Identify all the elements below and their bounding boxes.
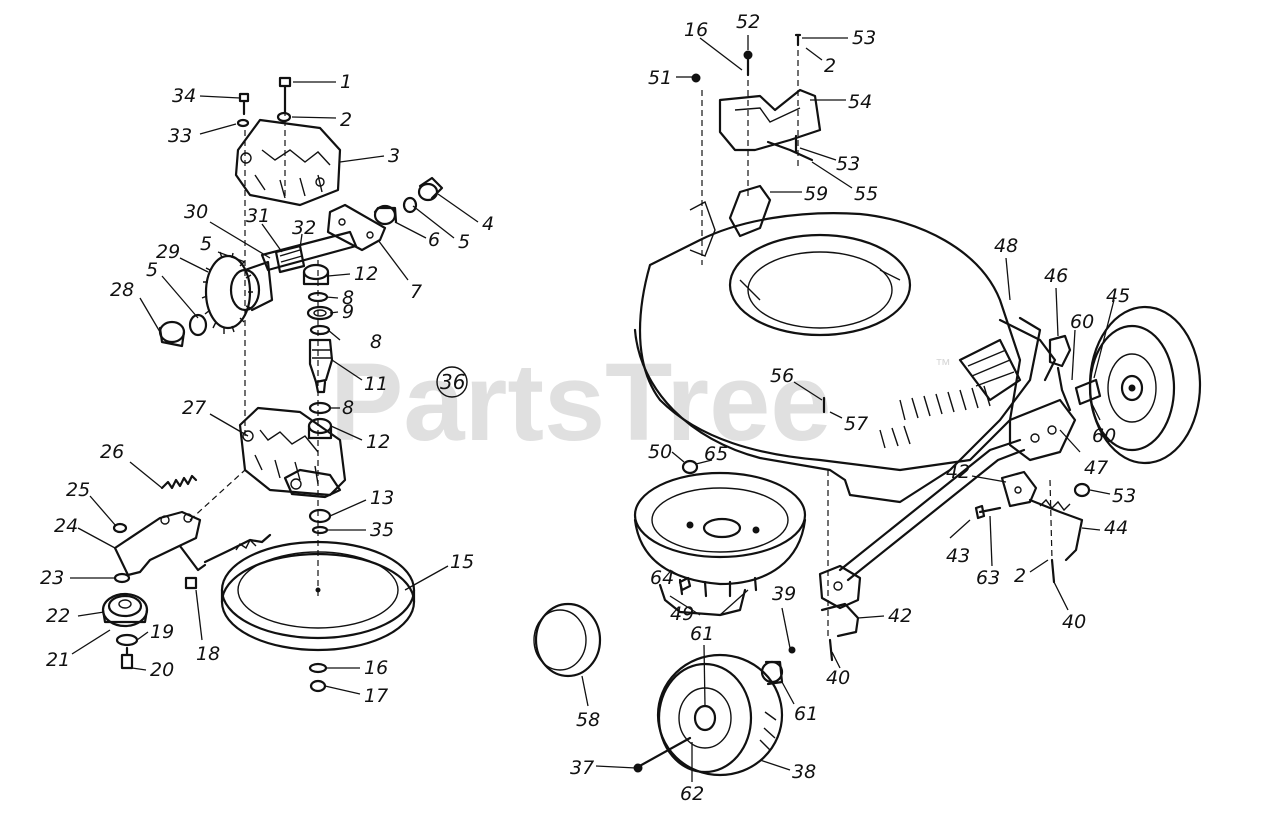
callout-61: 61 — [690, 623, 714, 645]
reference-number: 36 — [440, 370, 465, 394]
callout-19: 19 — [150, 621, 174, 643]
callout-35: 35 — [370, 519, 394, 541]
callout-37: 37 — [570, 757, 594, 779]
callout-51: 51 — [648, 67, 672, 89]
callout-5: 5 — [200, 233, 212, 255]
callout-23: 23 — [40, 567, 64, 589]
drive-pulley — [220, 540, 416, 652]
callout-9: 9 — [342, 301, 354, 323]
callout-25: 25 — [66, 479, 90, 501]
callout-1: 1 — [340, 71, 352, 93]
callout-40: 40 — [826, 667, 850, 689]
callout-2: 2 — [340, 109, 352, 131]
leader-lines — [70, 35, 1115, 782]
callout-61: 61 — [794, 703, 818, 725]
callout-17: 17 — [364, 685, 388, 707]
callout-12: 12 — [366, 431, 390, 453]
rear-wheel — [1088, 305, 1202, 465]
callout-31: 31 — [246, 205, 270, 227]
callout-52: 52 — [736, 11, 760, 33]
callout-56: 56 — [770, 365, 794, 387]
lower-gear-housing — [238, 406, 347, 499]
callout-49: 49 — [670, 603, 694, 625]
callout-38: 38 — [792, 761, 816, 783]
callout-6: 6 — [428, 229, 440, 251]
vertical-shaft-stack — [302, 263, 334, 440]
callout-21: 21 — [46, 649, 70, 671]
callout-54: 54 — [848, 91, 872, 113]
callout-27: 27 — [182, 397, 206, 419]
callout-34: 34 — [172, 85, 196, 107]
callout-26: 26 — [100, 441, 124, 463]
watermark-text: PartsTree — [330, 341, 831, 464]
callout-32: 32 — [292, 217, 316, 239]
callout-47: 47 — [1084, 457, 1108, 479]
callout-45: 45 — [1106, 285, 1130, 307]
callout-8: 8 — [342, 287, 354, 309]
callout-48: 48 — [994, 235, 1018, 257]
callout-16: 16 — [364, 657, 388, 679]
callout-30: 30 — [184, 201, 208, 223]
callout-3: 3 — [388, 145, 400, 167]
gearbox-assembly — [101, 76, 444, 693]
callout-65: 65 — [704, 443, 728, 465]
callout-11: 11 — [364, 373, 388, 395]
mower-deck-assembly — [533, 33, 1202, 777]
callout-8: 8 — [370, 331, 382, 353]
callout-42: 42 — [888, 605, 912, 627]
callout-22: 22 — [46, 605, 70, 627]
callout-24: 24 — [54, 515, 78, 537]
callout-46: 46 — [1044, 265, 1068, 287]
callout-42: 42 — [946, 461, 970, 483]
callout-53: 53 — [1112, 485, 1136, 507]
callout-50: 50 — [648, 441, 672, 463]
callout-16: 16 — [684, 19, 708, 41]
callout-64: 64 — [650, 567, 674, 589]
upper-gear-housing — [234, 118, 342, 207]
callout-2: 2 — [824, 55, 836, 77]
callout-18: 18 — [196, 643, 220, 665]
callout-40: 40 — [1062, 611, 1086, 633]
callout-62: 62 — [680, 783, 704, 805]
callout-60: 60 — [1070, 311, 1094, 333]
front-wheel — [656, 653, 784, 777]
callout-60: 60 — [1092, 425, 1116, 447]
callout-33: 33 — [168, 125, 192, 147]
callout-4: 4 — [482, 213, 494, 235]
callout-58: 58 — [576, 709, 600, 731]
callout-labels: 1 2 3 4 5 5 5 6 7 8 8 8 9 11 12 12 13 35… — [40, 11, 1136, 805]
callout-29: 29 — [156, 241, 180, 263]
callout-59: 59 — [804, 183, 828, 205]
callout-15: 15 — [450, 551, 474, 573]
callout-43: 43 — [946, 545, 970, 567]
callout-55: 55 — [854, 183, 878, 205]
callout-39: 39 — [772, 583, 796, 605]
callout-53: 53 — [852, 27, 876, 49]
callout-53: 53 — [836, 153, 860, 175]
callout-63: 63 — [976, 567, 1000, 589]
drive-shaft — [260, 176, 444, 274]
callout-12: 12 — [354, 263, 378, 285]
callout-44: 44 — [1104, 517, 1128, 539]
callout-13: 13 — [370, 487, 394, 509]
callout-5: 5 — [458, 231, 470, 253]
callout-20: 20 — [150, 659, 174, 681]
blade-adapter — [633, 459, 807, 586]
watermark-trademark: ™ — [935, 357, 951, 374]
callout-2: 2 — [1014, 565, 1026, 587]
idler-pulley — [101, 592, 149, 628]
callout-28: 28 — [110, 279, 134, 301]
worm-gear — [201, 251, 274, 334]
callout-5: 5 — [146, 259, 158, 281]
callout-57: 57 — [844, 413, 868, 435]
callout-7: 7 — [410, 281, 422, 303]
callout-8: 8 — [342, 397, 354, 419]
